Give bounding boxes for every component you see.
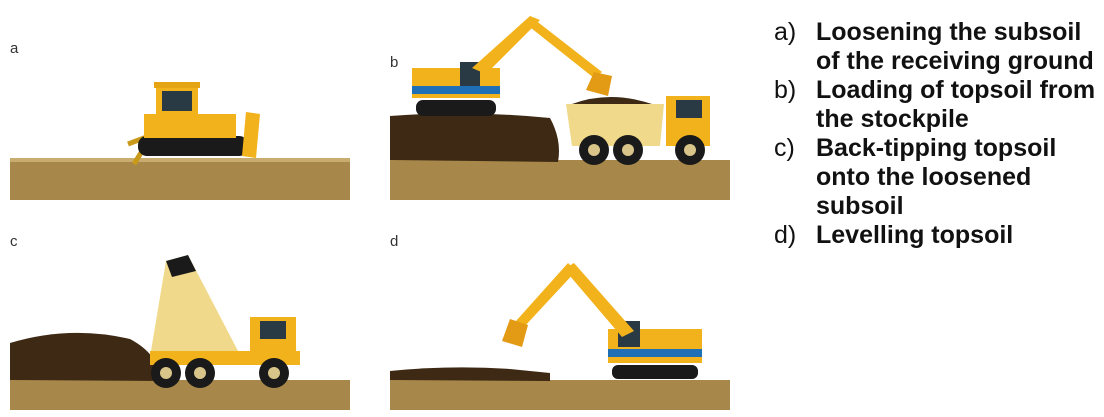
legend-item: d) Levelling topsoil	[770, 221, 1100, 250]
dump-body	[566, 104, 664, 146]
panel-c-back-tipping: c	[10, 225, 350, 410]
legend-key: c)	[774, 134, 795, 163]
legend-key: d)	[774, 221, 796, 250]
topsoil-stockpile	[390, 113, 559, 162]
truck-load	[572, 97, 652, 104]
legend-key: a)	[774, 18, 796, 47]
excavator-track	[416, 100, 496, 116]
loading-illustration	[390, 10, 730, 200]
truck-hub	[160, 367, 172, 379]
excavator-bucket	[586, 72, 612, 96]
truck-window	[676, 100, 702, 118]
dozer-window	[162, 91, 192, 111]
panel-a-dozer-ripping: a	[10, 40, 350, 200]
panel-letter: d	[390, 233, 398, 250]
legend-item: b) Loading of topsoil from the stockpile	[770, 76, 1100, 134]
ground	[390, 380, 730, 410]
truck-hub	[588, 144, 600, 156]
ground	[10, 160, 350, 200]
tipping-illustration	[10, 225, 350, 410]
excavator-boom	[564, 263, 634, 337]
truck-hub	[268, 367, 280, 379]
legend-text: Levelling topsoil	[816, 221, 1013, 249]
excavator-stripe	[608, 349, 702, 357]
legend-item: c) Back-tipping topsoil onto the loosene…	[770, 134, 1100, 221]
ground	[390, 160, 730, 200]
legend-text: Loosening the subsoil of the receiving g…	[816, 18, 1094, 75]
panel-b-excavator-loading: b	[390, 10, 730, 200]
legend-text: Back-tipping topsoil onto the loosened s…	[816, 134, 1056, 220]
ground-surface	[10, 158, 350, 162]
panel-d-levelling: d	[390, 225, 730, 410]
legend-key: b)	[774, 76, 796, 105]
dozer-body	[144, 114, 236, 138]
excavator-stick	[516, 263, 576, 327]
legend-item: a) Loosening the subsoil of the receivin…	[770, 18, 1100, 76]
truck-hub	[684, 144, 696, 156]
dozer-track	[138, 136, 248, 156]
truck-hub	[194, 367, 206, 379]
panel-letter: a	[10, 40, 18, 57]
truck-hub	[622, 144, 634, 156]
dozer-illustration	[10, 40, 350, 200]
ground	[10, 380, 350, 410]
excavator-stick	[526, 16, 602, 78]
panel-letter: b	[390, 54, 398, 71]
dozer-blade	[242, 112, 260, 158]
legend-text: Loading of topsoil from the stockpile	[816, 76, 1095, 133]
dozer-roof	[154, 82, 200, 88]
panel-letter: c	[10, 233, 18, 250]
dumped-topsoil	[10, 333, 160, 381]
excavator-stripe	[412, 86, 500, 94]
truck-window	[260, 321, 286, 339]
excavator-track	[612, 365, 698, 379]
step-legend: a) Loosening the subsoil of the receivin…	[770, 18, 1100, 250]
levelled-topsoil	[390, 367, 550, 381]
levelling-illustration	[390, 225, 730, 410]
